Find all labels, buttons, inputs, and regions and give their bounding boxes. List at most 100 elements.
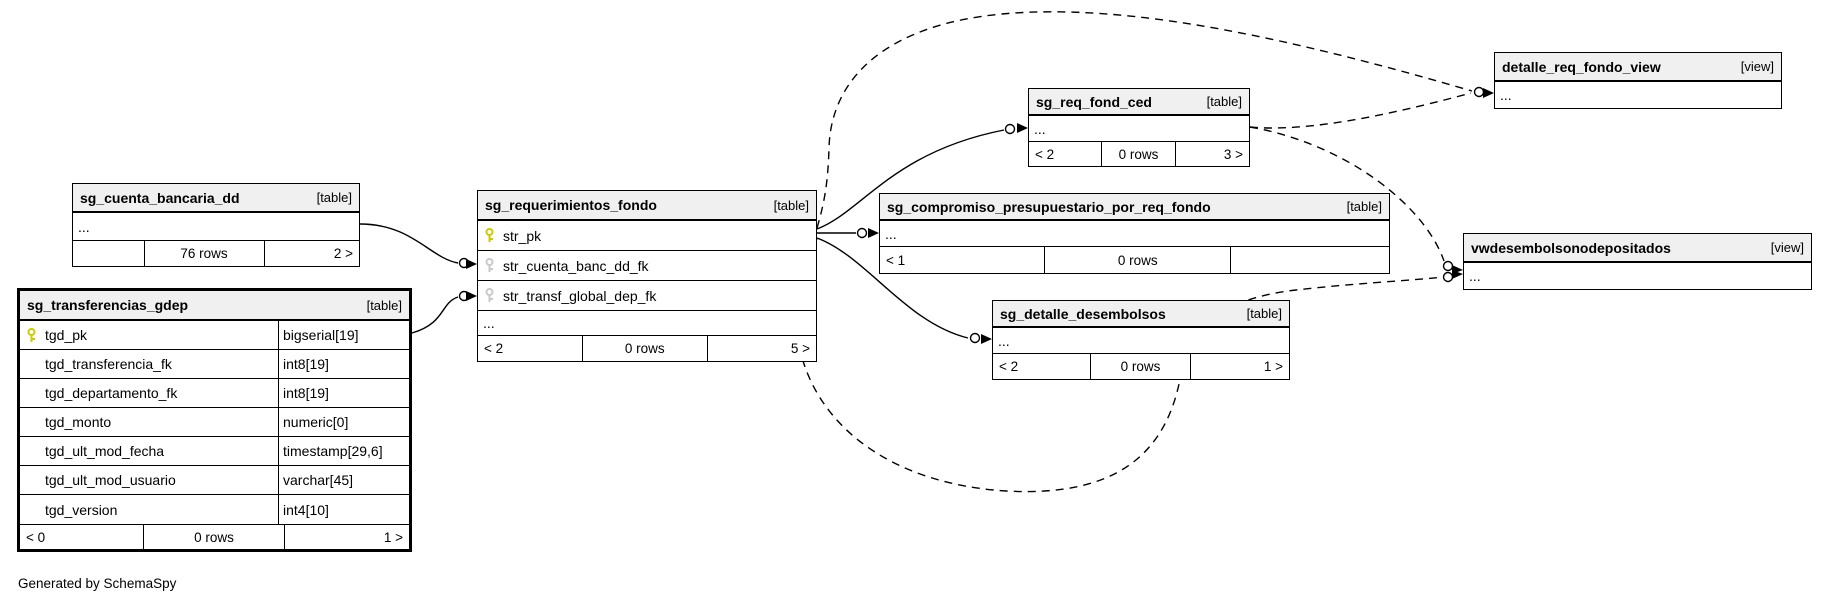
column-name: str_transf_global_dep_fk: [503, 287, 657, 304]
connector-arrow: [981, 334, 992, 344]
column-row: tgd_monto numeric[0]: [20, 408, 409, 437]
column-row: tgd_transferencia_fk int8[19]: [20, 350, 409, 379]
table-header: sg_compromiso_presupuestario_por_req_fon…: [880, 194, 1389, 221]
connector-circle: [1473, 86, 1485, 98]
ellipsis-row: ...: [998, 332, 1010, 349]
column-type: int4[10]: [278, 495, 409, 524]
connector-circle: [1442, 260, 1454, 272]
table-node-sg_requerimientos_fondo[interactable]: sg_requerimientos_fondo [table] str_pk s…: [477, 190, 817, 362]
column-name: tgd_ult_mod_usuario: [45, 472, 176, 488]
ellipsis-row: ...: [885, 225, 897, 242]
footer-left: < 2: [1029, 142, 1102, 166]
ellipsis-row: ...: [1034, 120, 1046, 137]
column-type: int8[19]: [278, 379, 409, 407]
connector-circle: [856, 227, 868, 239]
table-node-detalle_req_fondo_view[interactable]: detalle_req_fondo_view [view] ...: [1494, 52, 1782, 109]
edge-requerimientos-to-detalledesembolsos: [816, 237, 969, 339]
edge-transferencias-to-requerimientos: [411, 296, 459, 334]
connector-circle: [969, 332, 981, 344]
table-header: sg_cuenta_bancaria_dd [table]: [73, 184, 359, 213]
column-name: tgd_transferencia_fk: [45, 356, 172, 372]
column-name: str_pk: [503, 227, 542, 244]
table-node-sg_transferencias_gdep[interactable]: sg_transferencias_gdep [table] tgd_pk bi…: [17, 288, 412, 552]
column-row: str_cuenta_banc_dd_fk: [478, 251, 816, 281]
table-node-vwdesembolsonodepositados[interactable]: vwdesembolsonodepositados [view] ...: [1463, 233, 1812, 290]
table-footer: < 2 0 rows 5 >: [478, 335, 816, 361]
footer-row-count: 0 rows: [1091, 354, 1192, 379]
footer-left: < 2: [478, 336, 583, 361]
ellipsis-row: ...: [1469, 268, 1481, 284]
table-kind-badge: [view]: [1740, 59, 1774, 74]
footer-right: 1 >: [383, 529, 403, 545]
table-footer: < 1 0 rows: [880, 246, 1389, 273]
connector-arrow: [466, 291, 477, 301]
footer-row-count: 76 rows: [145, 241, 265, 266]
table-footer: < 2 0 rows 1 >: [993, 353, 1289, 379]
table-kind-badge: [table]: [1346, 199, 1382, 214]
table-kind-badge: [view]: [1770, 240, 1804, 255]
column-name: tgd_departamento_fk: [45, 385, 178, 401]
footer-left: < 2: [993, 354, 1091, 379]
footer-left: < 0: [20, 525, 145, 549]
table-header: sg_req_fond_ced [table]: [1029, 89, 1249, 116]
footer-row-count: 0 rows: [1045, 247, 1232, 273]
edge-cuenta-to-requerimientos: [359, 223, 459, 264]
table-node-sg_req_fond_ced[interactable]: sg_req_fond_ced [table] ... < 2 0 rows 3…: [1028, 88, 1250, 167]
ellipsis-row: ...: [1500, 87, 1512, 103]
table-kind-badge: [table]: [773, 197, 809, 213]
column-type: timestamp[29,6]: [278, 437, 409, 465]
table-name[interactable]: sg_detalle_desembolsos: [1000, 305, 1166, 322]
column-name: tgd_version: [45, 501, 118, 518]
footer-row-count: 0 rows: [1102, 142, 1177, 166]
footer-left: < 1: [880, 247, 1046, 273]
generated-by-note: Generated by SchemaSpy: [18, 576, 177, 591]
column-name: tgd_pk: [45, 327, 88, 343]
table-name[interactable]: detalle_req_fondo_view: [1502, 58, 1661, 75]
table-name[interactable]: sg_cuenta_bancaria_dd: [80, 189, 240, 206]
table-node-sg_compromiso_presupuestario_por_req_fondo[interactable]: sg_compromiso_presupuestario_por_req_fon…: [879, 193, 1390, 274]
ellipsis-row: ...: [78, 218, 90, 235]
table-header: sg_transferencias_gdep [table]: [20, 291, 409, 321]
table-header: detalle_req_fondo_view [view]: [1495, 53, 1781, 82]
edge-reqfondced-to-detalleview: [1249, 92, 1472, 129]
column-type: numeric[0]: [278, 408, 409, 436]
column-row: tgd_ult_mod_fecha timestamp[29,6]: [20, 437, 409, 466]
connector-arrow: [1483, 88, 1494, 98]
edge-requerimientos-to-reqfondced: [816, 129, 1005, 230]
column-row: str_pk: [478, 221, 816, 251]
table-node-sg_cuenta_bancaria_dd[interactable]: sg_cuenta_bancaria_dd [table] ... 76 row…: [72, 183, 360, 267]
footer-right: 1 >: [1263, 359, 1283, 374]
table-kind-badge: [table]: [1206, 94, 1242, 109]
table-name[interactable]: vwdesembolsonodepositados: [1471, 239, 1671, 256]
table-footer: < 2 0 rows 3 >: [1029, 141, 1249, 166]
column-row: tgd_departamento_fk int8[19]: [20, 379, 409, 408]
column-type: int8[19]: [278, 350, 409, 378]
table-name[interactable]: sg_compromiso_presupuestario_por_req_fon…: [887, 198, 1211, 215]
table-kind-badge: [table]: [366, 297, 402, 313]
foreign-key-icon: [478, 258, 500, 273]
ellipsis-row: ...: [483, 315, 495, 331]
table-kind-badge: [table]: [316, 190, 352, 205]
connector-arrow: [1017, 123, 1028, 133]
footer-row-count: 0 rows: [583, 336, 708, 361]
connector-arrow: [466, 259, 477, 269]
footer-row-count: 0 rows: [144, 525, 285, 549]
table-node-sg_detalle_desembolsos[interactable]: sg_detalle_desembolsos [table] ... < 2 0…: [992, 300, 1290, 380]
table-footer: < 0 0 rows 1 >: [20, 524, 409, 549]
column-type: bigserial[19]: [278, 321, 409, 349]
footer-right: 2 >: [333, 246, 353, 261]
column-name: tgd_monto: [45, 414, 112, 430]
footer-right: 5 >: [790, 341, 810, 356]
column-name: tgd_ult_mod_fecha: [45, 443, 165, 459]
table-footer: 76 rows 2 >: [73, 240, 359, 266]
primary-key-icon: [478, 228, 500, 243]
edge-requerimientos-to-detalleview: [816, 11, 1473, 229]
table-name[interactable]: sg_req_fond_ced: [1036, 93, 1152, 110]
column-row: tgd_pk bigserial[19]: [20, 321, 409, 350]
primary-key-icon: [20, 327, 42, 343]
table-name[interactable]: sg_requerimientos_fondo: [485, 197, 657, 213]
table-name[interactable]: sg_transferencias_gdep: [27, 297, 189, 313]
table-header: vwdesembolsonodepositados [view]: [1464, 234, 1811, 263]
